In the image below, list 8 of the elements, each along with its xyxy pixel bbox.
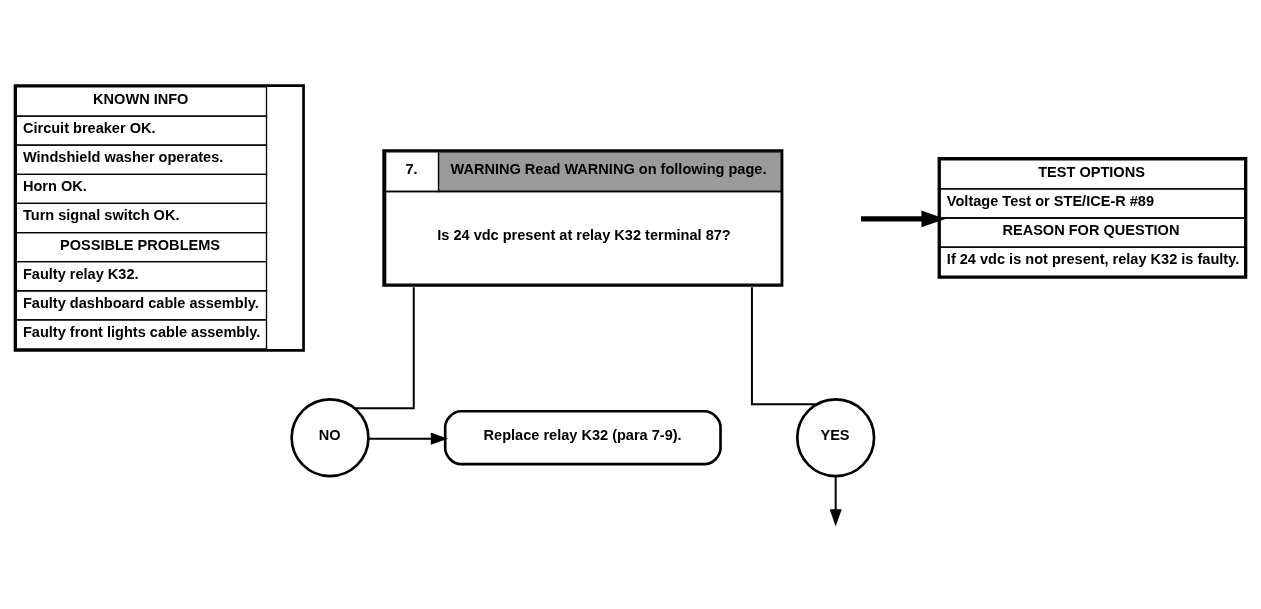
arrow: [829, 475, 842, 527]
connector: [353, 286, 415, 410]
node-circle: YES: [795, 398, 876, 478]
node-circle: NO: [290, 398, 370, 478]
arrow: [367, 432, 449, 445]
arrow: [861, 210, 946, 228]
connector: [750, 286, 818, 406]
node-box: Replace relay K32 (para 7-9).: [443, 409, 722, 466]
